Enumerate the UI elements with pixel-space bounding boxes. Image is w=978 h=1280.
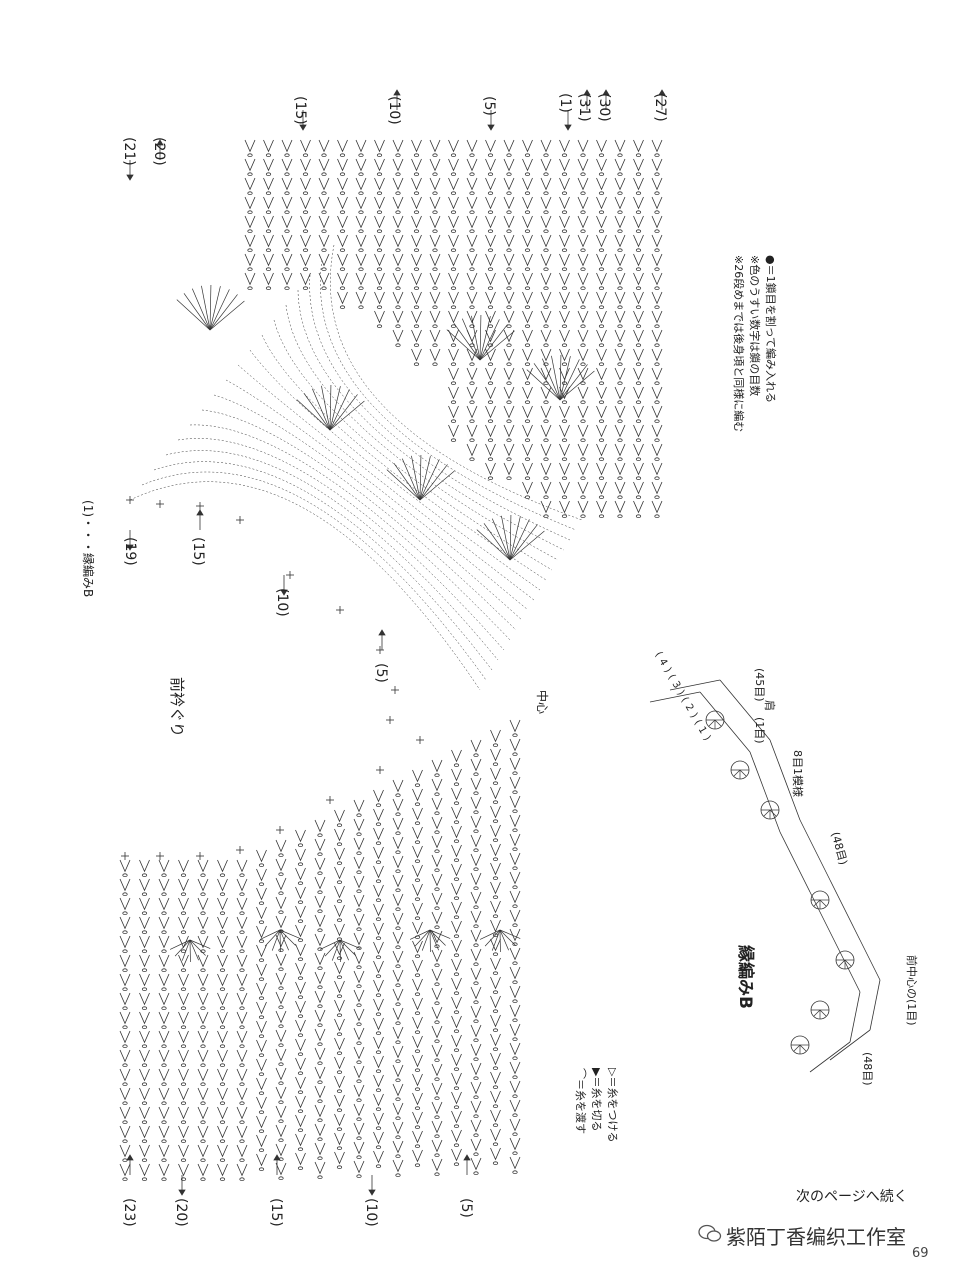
edge-start-label: (1)・・・縁編みB: [81, 500, 95, 598]
repeat-label: 8目1模様: [791, 750, 804, 797]
fan-stitch-motifs: [129, 244, 854, 1055]
row-number-bottom-15: (15): [268, 1198, 284, 1227]
row-arrows: [126, 89, 666, 1196]
row-number-20: (20): [151, 137, 167, 166]
row-number-top-27: (27): [652, 93, 668, 122]
continue-next-page: 次のページへ続く: [796, 1189, 908, 1205]
edging-b-chart: [649, 679, 881, 1073]
row-number-top-30: (30): [596, 93, 612, 122]
shoulder-label: 肩: [763, 700, 776, 711]
count-1-label: (1目): [753, 717, 766, 744]
row-number-21: (21): [121, 137, 137, 166]
watermark-text: 紫陌丁香编织工作室: [726, 1225, 906, 1249]
note-line: ●＝1鎖目を割って編み入れる: [764, 255, 777, 404]
front-center-label: 前中心の(1目): [905, 955, 918, 1026]
stitch-grid: [119, 139, 663, 1181]
row-number-bottom-20: (20): [173, 1198, 189, 1227]
row-number-bottom-5: (5): [458, 1198, 474, 1218]
neckline-title: 前衿ぐり: [168, 677, 186, 738]
legend-item: ▶＝糸を切る: [590, 1068, 603, 1132]
count-48b-label: (48目): [861, 1052, 874, 1086]
row-number-mid-10: (10): [274, 588, 290, 617]
chart-notes: ●＝1鎖目を割って編み入れる ※色のうすい数字は鎖の目数 ※26段めまでは後身頃…: [730, 255, 778, 432]
row-number-top-5: (5): [481, 96, 497, 116]
row-number-top-31: (31): [576, 93, 592, 122]
page-number: 69: [912, 1246, 929, 1261]
edging-b-title: 縁編みB: [735, 945, 755, 1009]
legend-item: ⌒＝糸を渡す: [574, 1068, 587, 1134]
row-number-19: (19): [122, 537, 138, 566]
row-number-top-10: (10): [386, 96, 402, 125]
count-45-label: (45目): [753, 668, 766, 702]
row-number-mid-5: (5): [373, 663, 389, 683]
carry-yarn-icon: ⌒: [574, 1068, 587, 1079]
row-number-bottom-23: (23): [121, 1198, 137, 1227]
note-line: ※色のうすい数字は鎖の目数: [748, 255, 761, 397]
note-line: ※26段めまでは後身頃と同様に編む: [732, 255, 745, 433]
row-number-mid-15: (15): [190, 537, 206, 566]
legend-item: ▷＝糸をつける: [606, 1068, 619, 1143]
row-number-top-15: (15): [292, 96, 308, 125]
wechat-icon: [698, 1224, 722, 1242]
center-label: 中心: [535, 690, 549, 715]
row-number-top-1: (1): [557, 93, 573, 113]
row-number-bottom-10: (10): [363, 1198, 379, 1227]
legend: ▷＝糸をつける ▶＝糸を切る ⌒＝糸を渡す: [572, 1068, 620, 1142]
